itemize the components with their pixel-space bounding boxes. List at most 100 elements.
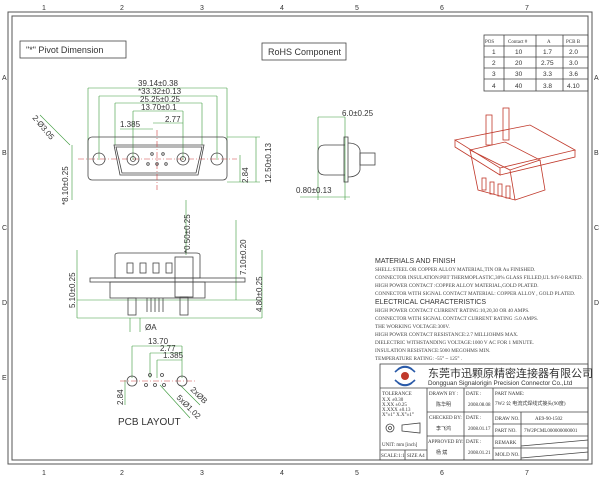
size-label: SIZE A4 <box>407 454 425 459</box>
tolerance-label: TOLERANCE <box>382 392 412 397</box>
table-cell: 3 <box>492 71 496 78</box>
inner-frame <box>11 15 589 461</box>
table-cell: 40 <box>515 83 523 90</box>
note-line: CONNECTOR WITH SIGNAL CONTACT MATERIAL: … <box>375 291 575 297</box>
part-name-label: PART NAME: <box>495 392 524 397</box>
side-view: 6.0±0.25 0.80±0.13 <box>296 109 376 200</box>
dim-pin-diameter: ØA <box>145 323 157 332</box>
pcb-layout: 13.70 2.77 1.385 2.84 2xØB 5xØ1.02 PCB L… <box>116 337 209 428</box>
table-header: Contact # <box>508 40 528 45</box>
part-no-value: 7W2PCML000000000001 <box>524 429 578 434</box>
rohs-label-box <box>261 42 347 61</box>
row-markers: A B C D E A B C D <box>2 75 599 382</box>
company-name-cn: 东莞市迅颗原精密连接器有限公司 <box>428 366 593 380</box>
col-label: 5 <box>355 5 359 12</box>
pcb-dim-spacing: 2.77 <box>160 344 176 353</box>
table-cell: 3.8 <box>543 83 552 90</box>
col-label: 1 <box>42 5 46 12</box>
note-line: HIGH POWER CONTACT RESISTANCE:2.7 MILLIO… <box>375 332 518 338</box>
contact-table: POS Contact # A PCB B 1 10 1.7 2.0 2 20 … <box>483 34 589 92</box>
front-view: 39.14±0.38 *33.32±0.13 25.25±0.25 13.70±… <box>30 79 273 205</box>
table-header: POS <box>485 40 494 45</box>
table-cell: 2 <box>492 60 496 67</box>
col-label: 5 <box>355 470 359 477</box>
dim-row-offset: 2.84 <box>241 167 250 183</box>
col-label: 2 <box>120 470 124 477</box>
remark-label: REMARK <box>495 441 517 446</box>
row-label: E <box>2 375 7 382</box>
row-label: B <box>594 150 599 157</box>
note-line: TEMPERATURE RATING: -55° ~ 125° . <box>375 355 462 362</box>
table-cell: 3.0 <box>569 60 578 67</box>
dim-pin-spacing: 2.77 <box>165 115 181 124</box>
projection-symbol <box>385 422 421 434</box>
tolerance-value: X.XXX ±0.13 <box>382 408 411 413</box>
section-view: *0.50±0.25 7.10±0.20 4.80±0.25 5.10±0.25… <box>68 200 264 332</box>
row-label: D <box>2 300 7 307</box>
col-label: 3 <box>200 470 204 477</box>
date-value: 2008.01.21 <box>468 451 491 456</box>
table-cell: 2.75 <box>541 60 554 67</box>
drawn-by-value: 陈华明 <box>436 401 451 408</box>
pcb-dim-row: 2.84 <box>116 389 125 405</box>
dim-mount-pitch: *33.32±0.13 <box>138 87 182 96</box>
table-cell: 20 <box>515 60 523 67</box>
note-line: DIELECTRIC WITHSTANDING VOLTAGE:1000 V A… <box>375 340 534 346</box>
table-header: A <box>547 40 551 45</box>
row-label: C <box>594 225 599 232</box>
col-label: 6 <box>440 470 444 477</box>
table-cell: 4 <box>492 83 496 90</box>
checked-by-value: 李飞鸿 <box>436 425 451 432</box>
dim-body-height: 7.10±0.20 <box>239 239 248 275</box>
row-label: B <box>2 150 7 157</box>
date-value: 2008.01.17 <box>468 427 491 432</box>
dim-height: 12.50±0.13 <box>264 142 273 183</box>
rohs-label: RoHS Component <box>268 47 342 57</box>
table-cell: 4.10 <box>567 83 580 90</box>
pivot-dimension-label: "*" Pivot Dimension <box>26 45 103 55</box>
pcb-layout-label: PCB LAYOUT <box>118 417 181 428</box>
column-markers: 1 2 3 4 5 6 7 1 2 3 4 5 6 7 <box>42 5 529 477</box>
company-logo <box>394 365 416 387</box>
draw-no-value: AE9-90-1502 <box>535 417 563 422</box>
col-label: 4 <box>280 470 284 477</box>
pcb-dim-offset: 1.385 <box>163 351 184 360</box>
part-no-label: PART NO. <box>495 429 517 434</box>
date-label: DATE : <box>466 416 481 421</box>
note-line: CONNECTOR INSULATION:PBT THERMOPLASTIC,3… <box>375 275 583 281</box>
draw-no-label: DRAW NO. <box>495 417 520 422</box>
note-line: CONNECTOR WITH SIGNAL CONTACT CURRENT RA… <box>375 316 538 322</box>
dim-overall-width: 39.14±0.38 <box>138 79 179 88</box>
table-cell: 3.6 <box>569 71 578 78</box>
units-label: UNIT: mm [inch] <box>382 443 418 448</box>
row-label: A <box>594 75 599 82</box>
col-label: 7 <box>525 470 529 477</box>
note-line: SHELL:STEEL OR COPPER ALLOY MATERIAL,TIN… <box>375 267 535 273</box>
title-block: 东莞市迅颗原精密连接器有限公司 Dongguan Signalorigin Pr… <box>379 363 593 461</box>
col-label: 2 <box>120 5 124 12</box>
drawn-by-label: DRAWN BY : <box>429 392 458 397</box>
dim-flange-thickness: 0.80±0.13 <box>296 186 332 195</box>
pivot-label-box <box>19 40 127 59</box>
table-header: PCB B <box>566 40 581 45</box>
col-label: 7 <box>525 5 529 12</box>
note-line: THE WORKING VOLTAGE:300V. <box>375 324 450 330</box>
isometric-view <box>453 107 577 201</box>
approved-by-label: APPROVED BY: <box>428 440 464 445</box>
col-label: 3 <box>200 5 204 12</box>
tolerance-value: X.XX ±0.25 <box>382 403 407 408</box>
note-line: HIGH POWER CONTACT CURRENT RATING:10,20,… <box>375 308 529 314</box>
checked-by-label: CHECKED BY: <box>429 416 462 421</box>
tolerance-value: X.X ±0.30 <box>382 398 404 403</box>
scale-label: SCALE:1:1 <box>381 454 405 459</box>
note-line: HIGH POWER CONTACT :COPPER ALLOY MATERIA… <box>375 283 539 289</box>
dim-pin-offset: 1.385 <box>120 120 141 129</box>
tolerance-value: X°±1° X.X°±1° <box>382 413 414 418</box>
table-cell: 3.3 <box>543 71 552 78</box>
dim-contact-pitch: 13.70±0.1 <box>141 103 177 112</box>
date-label: DATE : <box>466 440 481 445</box>
col-label: 6 <box>440 5 444 12</box>
dim-pin-protrusion: *0.50±0.25 <box>183 214 192 253</box>
row-label: D <box>594 300 599 307</box>
dim-tail-length: 5.10±0.25 <box>68 272 77 308</box>
